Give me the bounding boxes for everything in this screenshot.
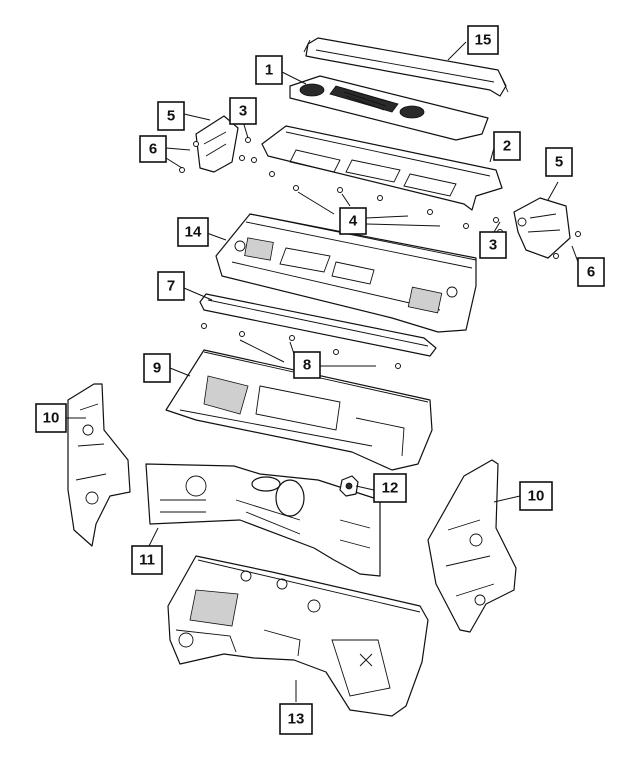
part-12-grommet (339, 475, 359, 497)
callout-3-left: 3 (229, 97, 257, 125)
svg-text:8: 8 (303, 357, 311, 374)
part-2-cowl-panel (261, 125, 503, 211)
part-10-right-side-panel (427, 459, 517, 633)
svg-text:3: 3 (489, 237, 497, 254)
callout-6-left: 6 (139, 135, 167, 163)
svg-text:9: 9 (153, 360, 161, 377)
svg-text:6: 6 (587, 264, 595, 281)
callout-12: 12 (373, 473, 407, 503)
part-11-dash-panel (145, 463, 381, 577)
callout-11: 11 (131, 545, 163, 575)
part-14-plenum-panel (215, 213, 477, 333)
callout-8: 8 (293, 351, 321, 379)
svg-text:1: 1 (265, 62, 273, 79)
callout-5-right: 5 (545, 147, 573, 177)
callout-15: 15 (467, 25, 499, 55)
leader-lines (66, 41, 579, 702)
svg-text:7: 7 (167, 278, 175, 295)
callout-10-right: 10 (519, 481, 553, 511)
callout-2: 2 (493, 131, 521, 161)
svg-text:5: 5 (555, 154, 563, 171)
callout-5-left: 5 (157, 101, 185, 131)
svg-text:3: 3 (239, 103, 247, 120)
part-13-dash-panel-lower (167, 555, 429, 717)
callout-14: 14 (177, 217, 209, 247)
callout-1: 1 (255, 55, 283, 85)
svg-text:10: 10 (528, 488, 545, 505)
fasteners (179, 137, 581, 369)
svg-text:15: 15 (475, 32, 492, 49)
callout-9: 9 (143, 353, 171, 383)
svg-text:11: 11 (139, 552, 155, 569)
part-10-left-side-panel (67, 383, 131, 547)
svg-text:2: 2 (503, 138, 511, 155)
part-7-cowl-reinforcement (199, 293, 437, 357)
part-5-right-bracket (513, 197, 571, 259)
callout-10-left: 10 (35, 403, 67, 433)
callout-7: 7 (157, 271, 185, 301)
svg-text:4: 4 (349, 213, 358, 230)
part-15-upper-rail (303, 37, 509, 97)
svg-text:10: 10 (43, 410, 60, 427)
callout-6-right: 6 (577, 257, 605, 287)
callout-13: 13 (279, 703, 313, 735)
svg-text:14: 14 (185, 224, 202, 241)
svg-text:12: 12 (382, 480, 399, 497)
svg-text:13: 13 (288, 711, 305, 728)
part-5-left-bracket (195, 115, 239, 173)
part-1-cowl-grille (289, 75, 489, 141)
svg-text:5: 5 (167, 108, 175, 125)
callout-4: 4 (339, 207, 367, 235)
callout-3-right: 3 (479, 231, 507, 259)
svg-text:6: 6 (149, 141, 157, 158)
